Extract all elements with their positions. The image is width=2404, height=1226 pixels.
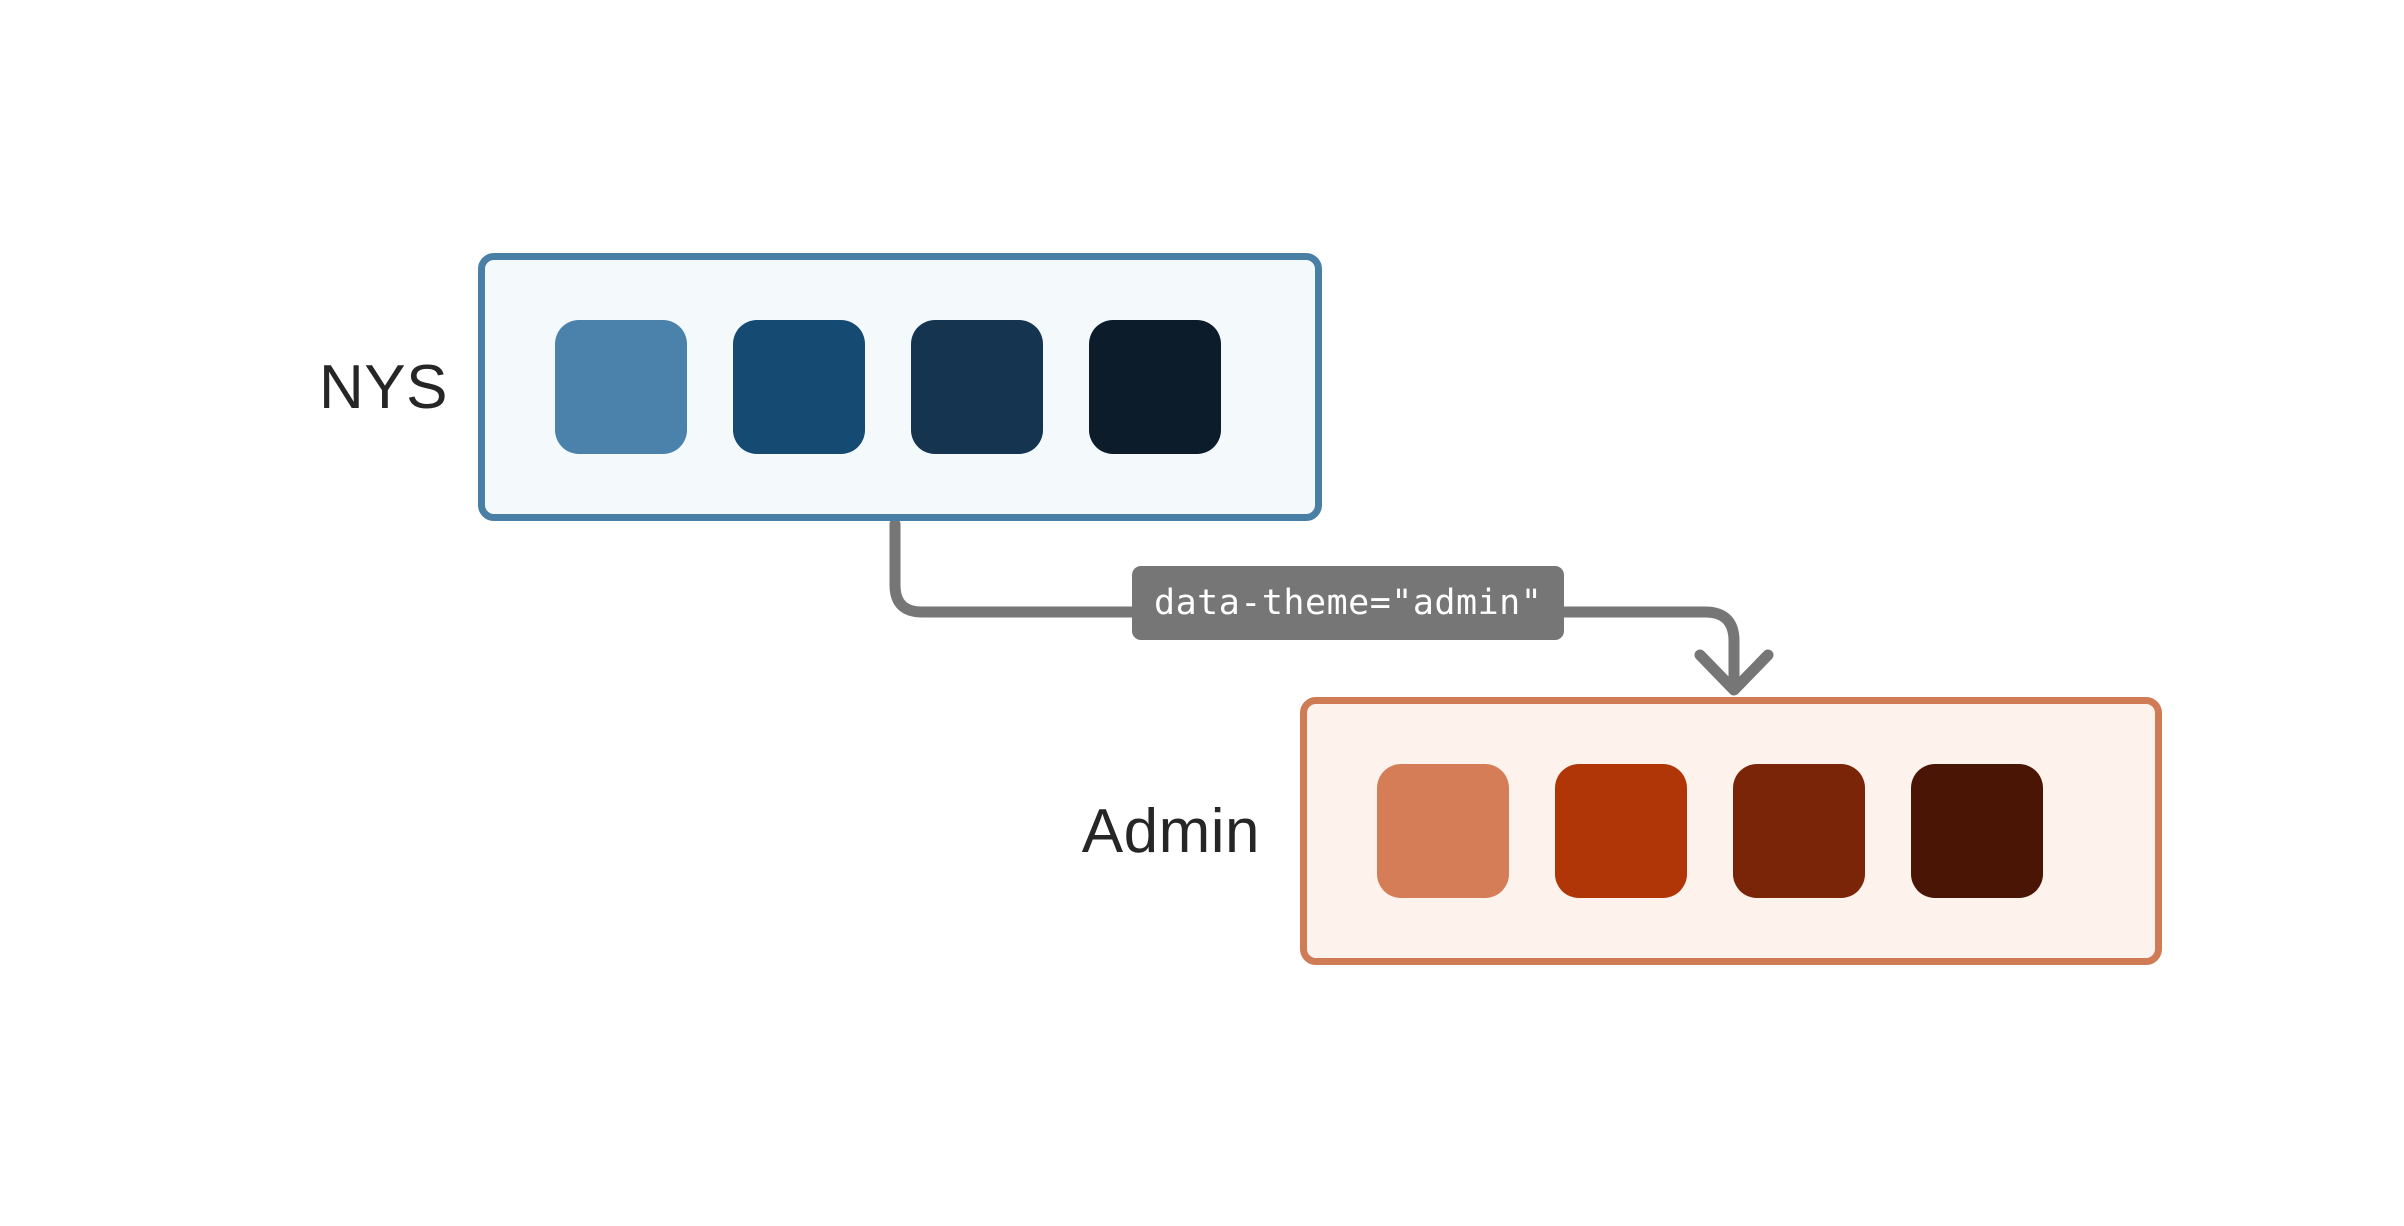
theme-group-admin: Admin: [1010, 697, 2162, 965]
connector-badge-data-theme: data-theme="admin": [1132, 566, 1565, 640]
swatch-admin-1[interactable]: [1377, 764, 1509, 898]
swatch-admin-2[interactable]: [1555, 764, 1687, 898]
swatch-nys-3[interactable]: [911, 320, 1043, 454]
theme-label-admin: Admin: [1081, 796, 1260, 866]
swatch-panel-nys: [478, 253, 1322, 521]
theme-group-nys: NYS: [258, 253, 1322, 521]
swatch-nys-2[interactable]: [733, 320, 865, 454]
swatch-panel-admin: [1300, 697, 2162, 965]
theme-label-nys: NYS: [319, 352, 448, 422]
swatch-nys-4[interactable]: [1089, 320, 1221, 454]
connector-path-left: [889, 518, 1146, 618]
arrow-down-icon: [1694, 649, 1774, 696]
swatch-admin-3[interactable]: [1733, 764, 1865, 898]
swatch-admin-4[interactable]: [1911, 764, 2043, 898]
swatch-nys-1[interactable]: [555, 320, 687, 454]
